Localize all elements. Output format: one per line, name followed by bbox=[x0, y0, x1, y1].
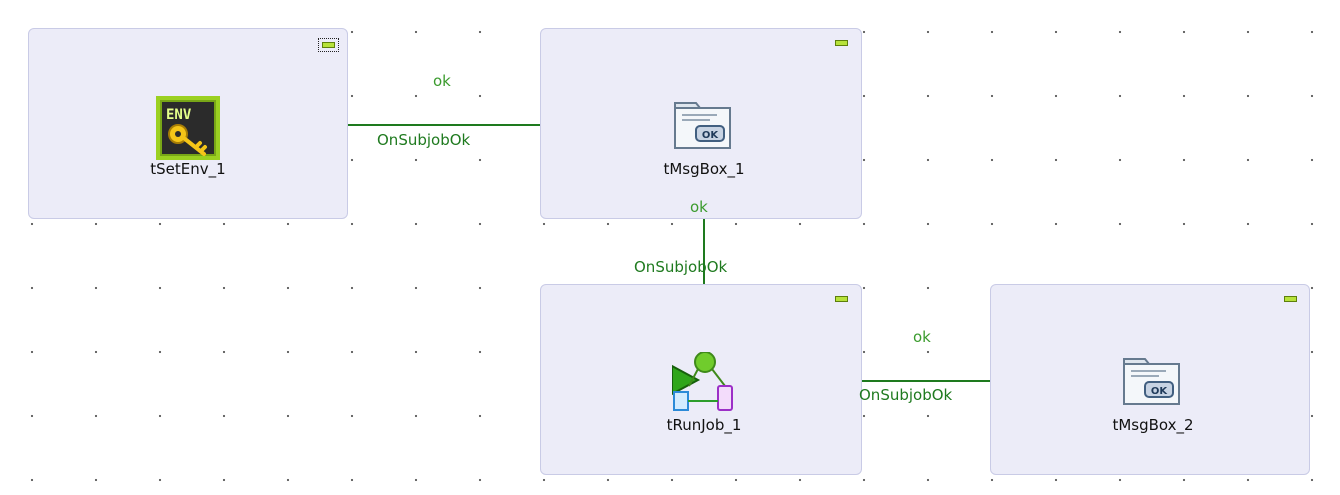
link-trigger-label[interactable]: OnSubjobOk bbox=[859, 386, 953, 404]
env-icon-text: ENV bbox=[166, 107, 192, 123]
subjob-truunjob1[interactable] bbox=[540, 284, 862, 475]
subjob-tmsgbox1[interactable] bbox=[540, 28, 862, 219]
component-label: tMsgBox_2 bbox=[1112, 416, 1194, 434]
link-status-label[interactable]: ok bbox=[433, 72, 451, 90]
link-status-label[interactable]: ok bbox=[690, 198, 708, 216]
ok-icon-text: OK bbox=[1151, 386, 1169, 397]
collapse-subjob-button[interactable] bbox=[318, 38, 339, 52]
message-box-icon[interactable]: OK bbox=[1121, 352, 1185, 416]
env-key-icon[interactable]: ENV bbox=[156, 96, 220, 160]
component-label: tMsgBox_1 bbox=[663, 160, 745, 178]
link-status-label[interactable]: ok bbox=[913, 328, 931, 346]
link-trigger-label[interactable]: OnSubjobOk bbox=[377, 131, 471, 149]
collapse-subjob-button[interactable] bbox=[1284, 296, 1297, 302]
component-label: tRunJob_1 bbox=[666, 416, 742, 434]
run-job-icon[interactable] bbox=[672, 352, 736, 416]
message-box-icon[interactable]: OK bbox=[672, 96, 736, 160]
link-trigger-label[interactable]: OnSubjobOk bbox=[634, 258, 728, 276]
component-label: tSetEnv_1 bbox=[150, 160, 226, 178]
collapse-subjob-button[interactable] bbox=[835, 40, 848, 46]
ok-icon-text: OK bbox=[702, 130, 720, 141]
collapse-subjob-button[interactable] bbox=[835, 296, 848, 302]
